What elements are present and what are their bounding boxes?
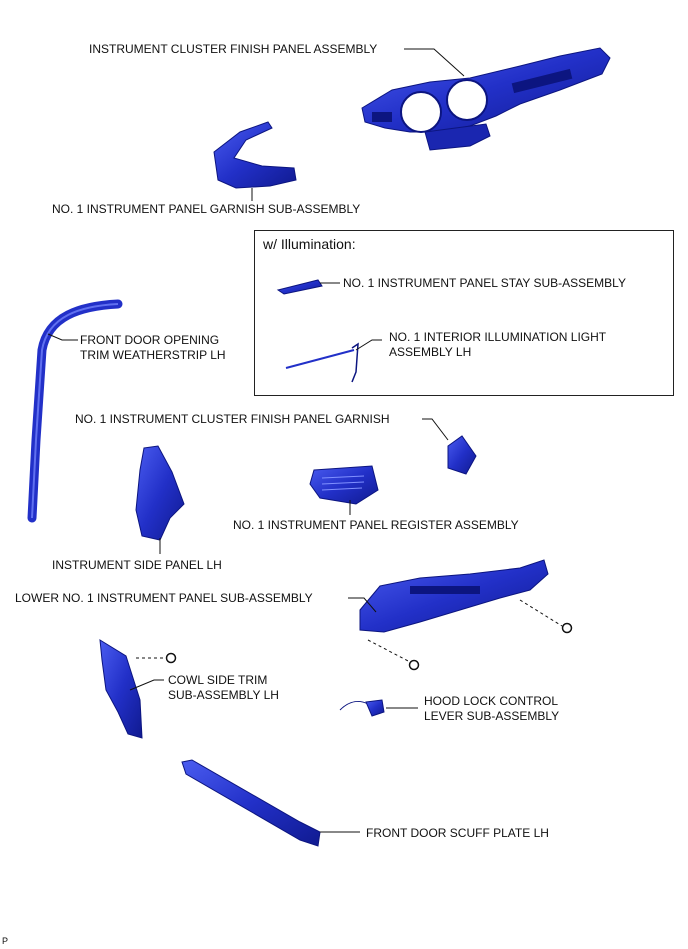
illumination-title: w/ Illumination: (263, 236, 356, 252)
label-illum-light-line1: NO. 1 INTERIOR ILLUMINATION LIGHT (389, 330, 607, 344)
panel-stay-part (276, 279, 323, 295)
bolt-icon (408, 659, 420, 671)
label-cluster-finish-panel: INSTRUMENT CLUSTER FINISH PANEL ASSEMBLY (89, 42, 378, 56)
label-hood-line1: HOOD LOCK CONTROL (424, 694, 559, 708)
label-panel-garnish: NO. 1 INSTRUMENT PANEL GARNISH SUB-ASSEM… (52, 202, 361, 216)
label-cowl-line1: COWL SIDE TRIM (168, 673, 268, 687)
cowl-side-trim-part (99, 639, 143, 739)
label-cluster-garnish: NO. 1 INSTRUMENT CLUSTER FINISH PANEL GA… (75, 412, 390, 426)
label-lower-panel: LOWER NO. 1 INSTRUMENT PANEL SUB-ASSEMBL… (15, 591, 313, 605)
label-illum-light-line2: ASSEMBLY LH (389, 345, 472, 359)
clip-icon (165, 652, 177, 664)
label-register: NO. 1 INSTRUMENT PANEL REGISTER ASSEMBLY (233, 518, 519, 532)
front-door-scuff-plate-part (181, 759, 321, 847)
illumination-box: w/ Illumination: (254, 230, 674, 396)
illumination-light-part (285, 342, 359, 383)
instrument-side-panel-part (135, 445, 185, 541)
label-hood-line2: LEVER SUB-ASSEMBLY (424, 709, 560, 723)
front-door-weatherstrip-part (27, 299, 123, 523)
corner-mark: P (2, 936, 9, 946)
hood-lock-lever-part (339, 699, 385, 717)
panel-register-part (309, 465, 379, 505)
bolt-icon (561, 622, 573, 634)
label-weatherstrip-line2: TRIM WEATHERSTRIP LH (80, 348, 226, 362)
label-cowl-line2: SUB-ASSEMBLY LH (168, 688, 279, 702)
lower-instrument-panel-part (359, 559, 549, 633)
label-weatherstrip-line1: FRONT DOOR OPENING (80, 333, 220, 347)
label-panel-stay: NO. 1 INSTRUMENT PANEL STAY SUB-ASSEMBLY (343, 276, 626, 290)
leader-lines (47, 48, 563, 833)
instrument-cluster-finish-panel-part (361, 47, 611, 151)
label-side-panel: INSTRUMENT SIDE PANEL LH (52, 558, 222, 572)
label-scuff: FRONT DOOR SCUFF PLATE LH (366, 826, 549, 840)
instrument-panel-garnish-part (213, 121, 297, 189)
cluster-garnish-part (447, 435, 477, 475)
